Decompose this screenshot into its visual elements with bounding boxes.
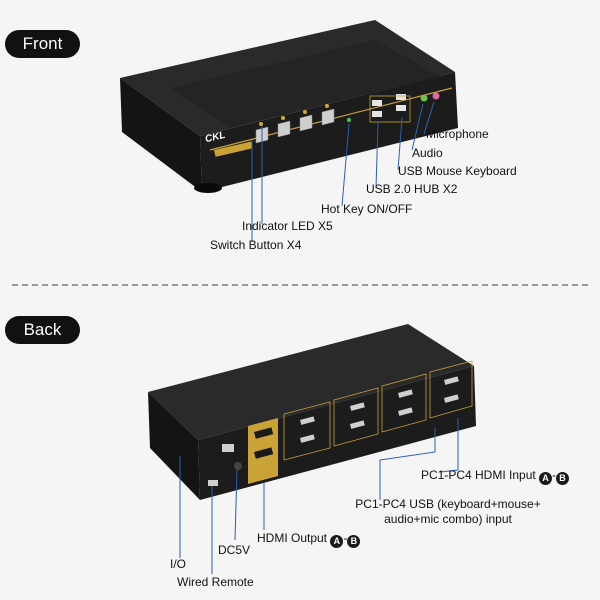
label-hot-key: Hot Key ON/OFF — [321, 202, 413, 216]
label-usb-input-line1: PC1-PC4 USB (keyboard+mouse+ — [355, 497, 541, 511]
label-hdmi-output: HDMI Output A-B — [257, 531, 361, 548]
label-microphone: Microphone — [426, 127, 489, 141]
badge-b-icon: B — [556, 472, 570, 485]
label-wired-remote: Wired Remote — [177, 575, 254, 589]
label-hdmi-input: PC1-PC4 HDMI Input A-B — [421, 468, 570, 485]
label-usb-input-line2: audio+mic combo) input — [384, 512, 512, 526]
label-usb-hub: USB 2.0 HUB X2 — [366, 182, 458, 196]
badge-separator: - — [343, 531, 348, 545]
badge-a-icon: A — [539, 472, 553, 485]
badge-b-icon: B — [347, 535, 361, 548]
section-divider — [12, 284, 588, 286]
back-section-label: Back — [5, 316, 80, 344]
front-section-label: Front — [5, 30, 80, 58]
badge-separator: - — [552, 468, 557, 482]
label-dc5v: DC5V — [218, 543, 251, 557]
label-hdmi-output-text: HDMI Output — [257, 531, 328, 545]
label-switch-button: Switch Button X4 — [210, 238, 302, 252]
label-io: I/O — [170, 557, 187, 571]
label-indicator-led: Indicator LED X5 — [242, 219, 333, 233]
label-hdmi-input-text: PC1-PC4 HDMI Input — [421, 468, 536, 482]
label-usb-mouse-keyboard: USB Mouse Keyboard — [398, 164, 517, 178]
label-audio: Audio — [412, 146, 443, 160]
label-usb-input: PC1-PC4 USB (keyboard+mouse+ audio+mic c… — [348, 497, 548, 527]
badge-a-icon: A — [330, 535, 344, 548]
